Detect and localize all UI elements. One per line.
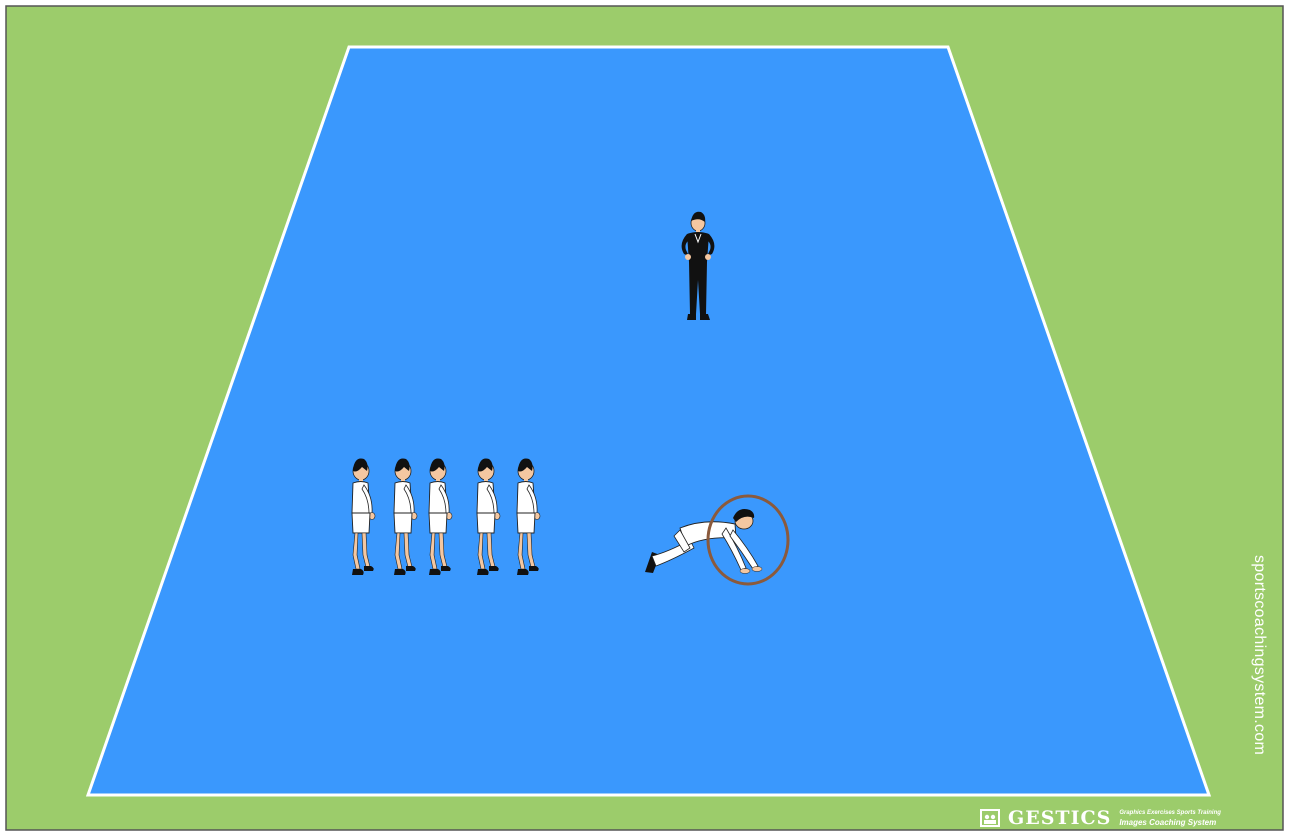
gestics-logo-icon <box>980 809 1000 827</box>
brand-tagline-line1: Graphics Exercises Sports Training <box>1119 809 1221 818</box>
brand-name: GESTICS <box>1008 807 1111 829</box>
gestics-brand: GESTICS Graphics Exercises Sports Traini… <box>980 806 1221 830</box>
brand-tagline-line2: Images Coaching System <box>1119 818 1221 827</box>
watermark-text: sportscoachingsystem.com <box>1250 555 1268 755</box>
brand-tagline: Graphics Exercises Sports Training Image… <box>1119 809 1221 827</box>
